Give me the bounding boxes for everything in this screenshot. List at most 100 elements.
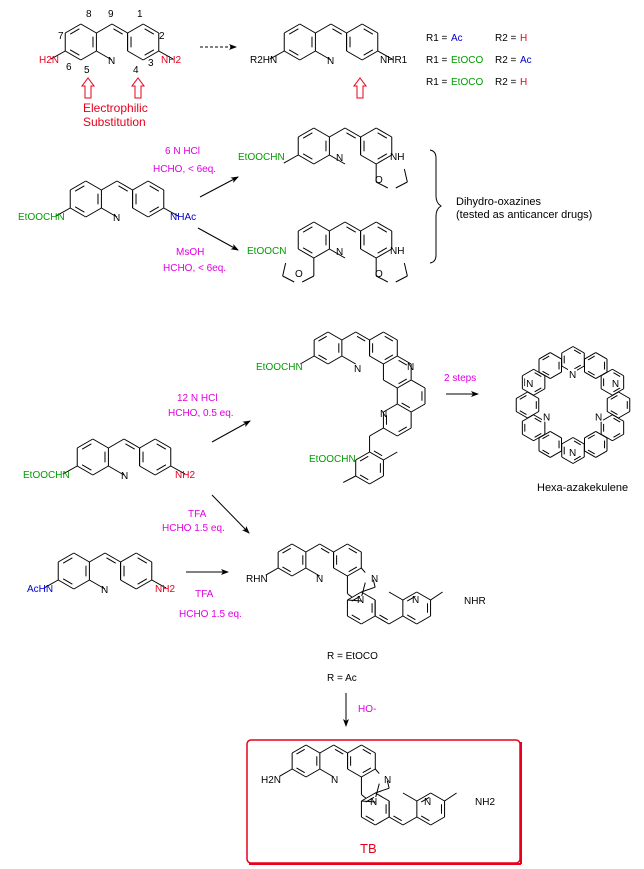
bond (613, 432, 621, 438)
bond (346, 226, 356, 233)
bond (533, 433, 546, 442)
bond (299, 23, 316, 34)
bond (132, 207, 149, 218)
bond (522, 433, 534, 442)
bond (372, 579, 376, 588)
product-right-substituent: NHR1 (380, 55, 408, 66)
bond (163, 207, 179, 217)
substitution-site-arrow-icon (353, 77, 367, 99)
upper-conditions-hcho: HCHO, < 6eq. (153, 164, 216, 175)
bond (101, 180, 118, 191)
bond (132, 180, 149, 191)
bond (406, 595, 416, 602)
bond (346, 132, 356, 139)
bond (302, 275, 315, 283)
dimer-conditions-hcho: HCHO, 0.5 eq. (168, 408, 234, 419)
bond (64, 23, 82, 34)
tb2-nitrogen-1: N (331, 775, 338, 786)
bond (379, 614, 388, 621)
r2-value: H (520, 33, 527, 44)
bond (416, 792, 431, 802)
bond (282, 262, 287, 277)
bond (377, 226, 388, 233)
bond (403, 168, 408, 183)
bond (76, 438, 94, 449)
bond (383, 427, 398, 437)
bond (573, 455, 581, 461)
bond (127, 23, 144, 34)
bond (144, 28, 155, 35)
dimer-product-structure (300, 331, 426, 485)
bond (618, 411, 631, 419)
bond (430, 792, 445, 802)
bond (291, 543, 307, 553)
tb1-nitrogen-3: N (357, 595, 364, 606)
bond (375, 783, 380, 798)
bond (362, 767, 372, 774)
protected-troger-base-structure (265, 543, 443, 625)
bond (351, 614, 361, 621)
bond (549, 352, 562, 360)
ox1-ring-nitrogen: N (336, 153, 343, 164)
ox2-oxazine-oxygen-left: O (295, 269, 303, 280)
bond (573, 364, 581, 370)
annotation-substitution: Substitution (83, 115, 146, 129)
sm2-left-substituent: EtOOCHN (18, 212, 65, 223)
troger-reaction-arrow (211, 494, 250, 534)
bond (108, 465, 125, 476)
bond (538, 371, 551, 380)
bond (406, 614, 416, 621)
dimer-nitrogen-2: N (407, 362, 414, 373)
bond (393, 815, 402, 822)
tb2-nitrogen-3: N (370, 797, 377, 808)
bond (444, 792, 457, 802)
bond (359, 455, 369, 462)
bond (549, 371, 562, 380)
bond (542, 370, 550, 376)
bond (327, 331, 343, 341)
bond (377, 50, 393, 60)
bond (362, 748, 372, 755)
bond (147, 207, 165, 218)
bond (573, 349, 581, 355)
bond (515, 411, 528, 419)
bond (386, 780, 390, 789)
position-1: 1 (137, 9, 143, 20)
acetyl-conditions-acid: TFA (195, 589, 214, 600)
bond (595, 450, 608, 458)
bond (430, 816, 445, 826)
position-5: 5 (84, 65, 90, 76)
bond (375, 787, 390, 794)
substituted-acridine-structure (269, 23, 393, 61)
bond (156, 464, 167, 471)
product-ring-nitrogen: N (327, 56, 334, 67)
bond (402, 615, 417, 625)
position-4: 4 (133, 65, 139, 76)
bond (319, 768, 334, 778)
r1-label: R1 = (426, 33, 448, 44)
bond (96, 23, 113, 34)
bond (305, 543, 320, 553)
bond (333, 744, 348, 754)
sm4-ring-nitrogen: N (101, 585, 108, 596)
bond (375, 275, 388, 283)
bond (147, 180, 165, 191)
bond (549, 430, 562, 439)
dimer-nitrogen-1: N (354, 364, 361, 375)
troger-conditions-hcho: HCHO 1.5 eq. (162, 523, 225, 534)
r-value: Ac (345, 673, 357, 684)
bond (356, 335, 366, 342)
r-label: R = (327, 673, 343, 684)
bond (361, 586, 376, 593)
tb2-left-substituent: H2N (261, 775, 281, 786)
position-2: 2 (159, 31, 165, 42)
r-definition-ac: R = Ac (327, 673, 357, 684)
bond (313, 154, 330, 165)
bond (297, 154, 315, 165)
bond (154, 438, 172, 449)
bond (375, 221, 393, 232)
tb2-right-substituent: NH2 (475, 797, 495, 808)
position-3: 3 (148, 58, 154, 69)
bond (154, 465, 172, 476)
bond (123, 438, 140, 449)
